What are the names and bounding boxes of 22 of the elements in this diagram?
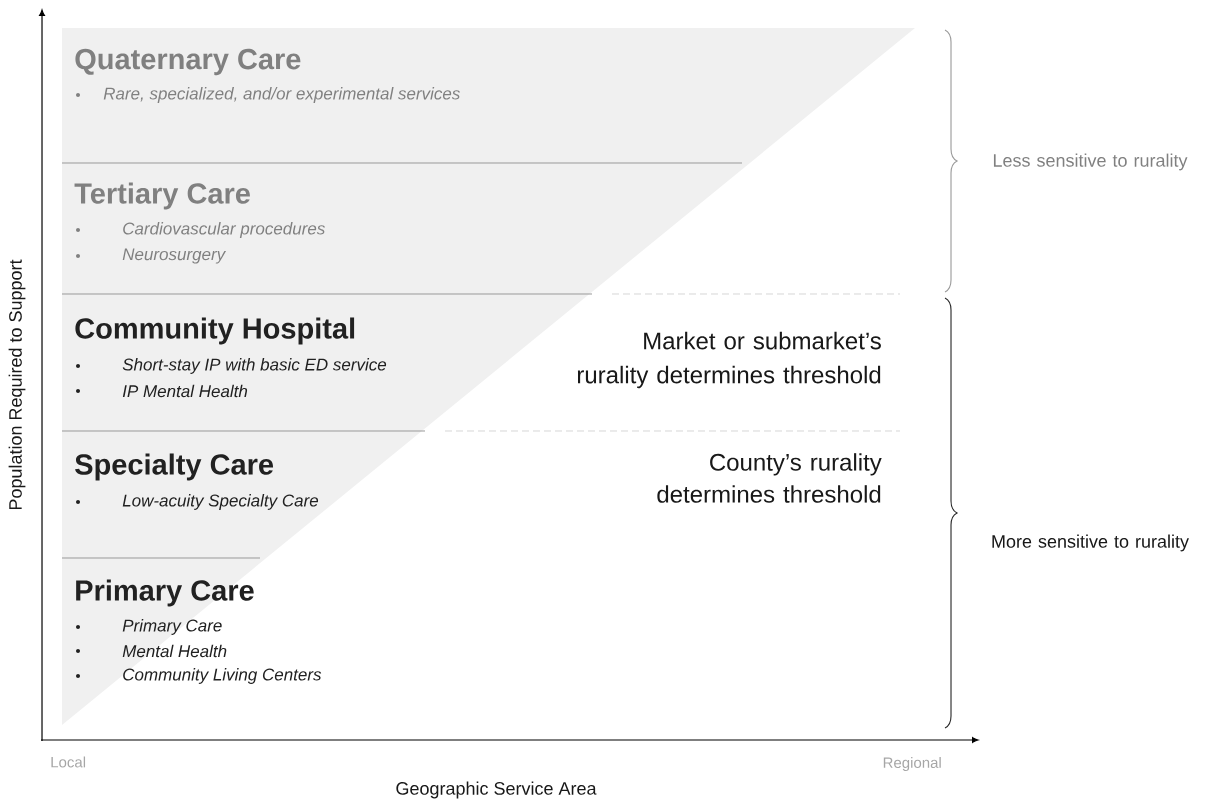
bullet-item: Mental Health — [122, 644, 227, 658]
bullet-item: Rare, specialized, and/or experimental services — [103, 87, 460, 103]
threshold-note: County’s rurality determines threshold — [657, 453, 882, 503]
bullet-item: Neurosurgery — [122, 248, 227, 264]
axis-label: Population Required to Support — [8, 259, 26, 510]
threshold-note: Market or submarket’s rurality determines threshold — [577, 331, 881, 389]
axis-end-label: Local — [51, 756, 86, 768]
bullet-item: Community Living Centers — [123, 668, 322, 684]
axis-label: Geographic Service Area — [396, 781, 597, 799]
band-heading: Quaternary Care — [75, 48, 301, 76]
bullet-item: Short-stay IP with basic ED service — [122, 358, 387, 374]
band-heading: Specialty Care — [75, 453, 274, 481]
bullet-item: Low-acuity Specialty Care — [122, 494, 319, 510]
axis-end-label: Regional — [883, 757, 941, 771]
band-heading: Tertiary Care — [74, 182, 250, 210]
band-heading: Community Hospital — [75, 317, 355, 345]
bullet-item: IP Mental Health — [122, 384, 248, 398]
bullet-item: Primary Care — [122, 619, 222, 635]
bracket-note: Less sensitive to rurality — [993, 153, 1188, 171]
bracket-note: More sensitive to rurality — [992, 534, 1189, 552]
band-heading: Primary Care — [76, 579, 254, 607]
bullet-item: Cardiovascular procedures — [123, 222, 325, 238]
